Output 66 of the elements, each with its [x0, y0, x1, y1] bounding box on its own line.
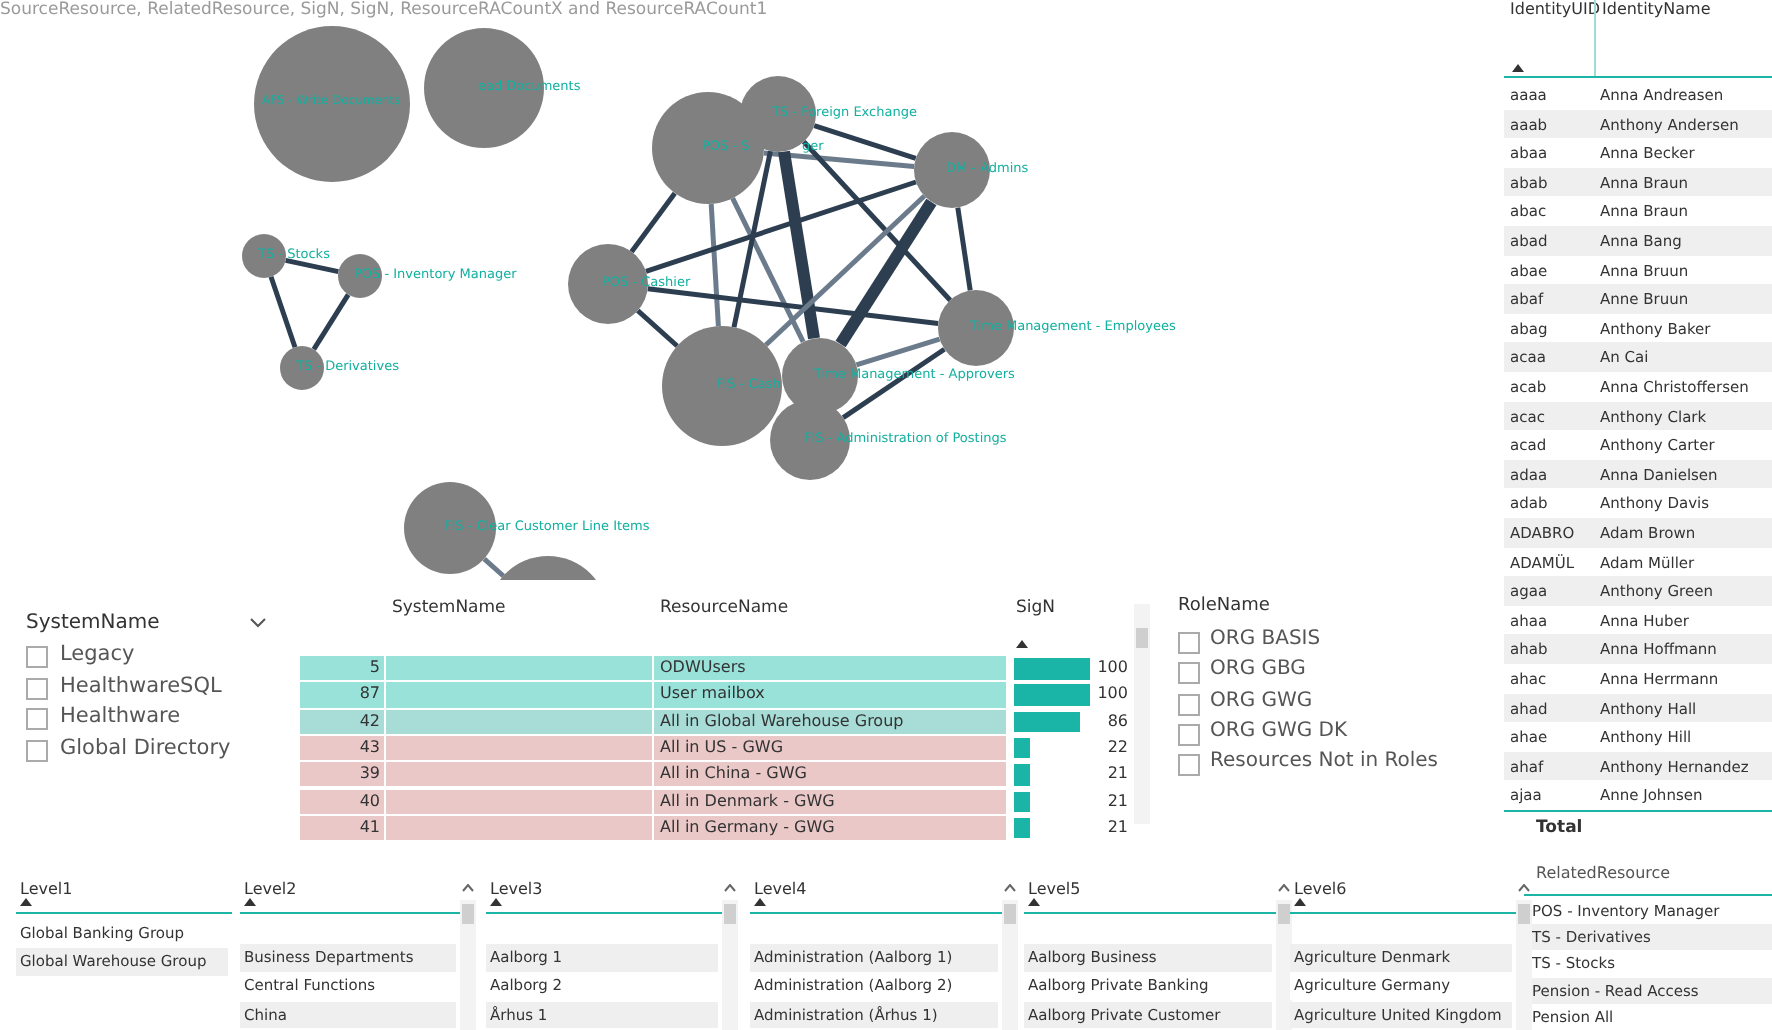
slicer-item: Legacy — [60, 642, 135, 666]
slicer-item: Healthware — [60, 704, 181, 728]
sign-value: 21 — [1107, 791, 1128, 809]
row-id: 39 — [359, 764, 380, 783]
slicer-header: Level4 — [754, 880, 807, 898]
resource-name: All in US - GWG — [660, 737, 784, 756]
resource-name: ODWUsers — [660, 658, 746, 676]
connector-line — [955, 207, 973, 291]
connector-line — [764, 194, 927, 347]
connector-line — [645, 179, 917, 274]
sign-value: 86 — [1107, 711, 1128, 730]
resource-name: All in Global Warehouse Group — [660, 711, 904, 730]
connector-line — [636, 308, 679, 348]
slicer-item: ORG BASIS — [1210, 628, 1321, 650]
row-id: 42 — [359, 711, 380, 730]
column-header: SigN — [1016, 598, 1056, 618]
connector-line — [311, 293, 351, 351]
resource-name: All in Denmark - GWG — [660, 791, 835, 809]
connector-line — [763, 150, 915, 170]
connector-line — [629, 191, 677, 254]
slicer-header: RoleName — [1178, 596, 1270, 616]
connector-line — [285, 257, 339, 275]
sign-value: 100 — [1097, 658, 1128, 676]
connector-line — [268, 276, 298, 348]
slicer-item: Resources Not in Roles — [1210, 750, 1438, 773]
connector-line — [708, 203, 721, 327]
connector-line — [730, 197, 806, 343]
connector-line — [801, 140, 953, 302]
resource-name: User mailbox — [660, 684, 765, 703]
sign-value: 100 — [1097, 684, 1128, 703]
column-header: IdentityName — [1602, 0, 1711, 18]
slicer-item: HealthwareSQL — [60, 673, 222, 697]
sign-value: 21 — [1107, 764, 1128, 783]
column-header: SystemName — [392, 598, 506, 618]
row-id: 87 — [359, 684, 380, 703]
slicer-header: Level5 — [1028, 880, 1081, 898]
row-id: 43 — [359, 737, 380, 756]
slicer-header: Level2 — [244, 880, 297, 898]
slicer-item: ORG GWG DK — [1210, 719, 1348, 742]
slicer-item: ORG GWG — [1210, 689, 1313, 712]
column-header: IdentityUID — [1510, 0, 1601, 18]
total-label: Total — [1536, 818, 1583, 838]
connector-line — [731, 150, 773, 328]
row-id: 5 — [369, 658, 380, 676]
slicer-header: Level6 — [1294, 880, 1347, 898]
chart-title: SourceResource, RelatedResource, SigN, SigN, ResourceRACountX and ResourceRACount1 — [0, 0, 768, 20]
slicer-header: Level1 — [20, 880, 73, 898]
connector-line — [647, 286, 939, 326]
sign-value: 22 — [1107, 737, 1128, 756]
row-id: 40 — [359, 791, 380, 809]
connector-line — [813, 123, 917, 161]
connector-line — [855, 336, 941, 368]
resource-name: All in Germany - GWG — [660, 817, 835, 836]
connector-line — [778, 150, 820, 340]
slicer-item: ORG GBG — [1210, 658, 1306, 681]
column-header: RelatedResource — [1536, 864, 1671, 882]
row-id: 41 — [359, 817, 380, 836]
slicer-header: Level3 — [490, 880, 543, 898]
column-header: ResourceName — [660, 598, 789, 618]
connector-line — [835, 198, 937, 348]
slicer-item: Global Directory — [60, 735, 231, 759]
bubble — [662, 326, 782, 446]
connector-line — [482, 556, 506, 578]
resource-name: All in China - GWG — [660, 764, 807, 783]
sign-value: 21 — [1107, 817, 1128, 836]
slicer-header: SystemName — [26, 612, 160, 634]
